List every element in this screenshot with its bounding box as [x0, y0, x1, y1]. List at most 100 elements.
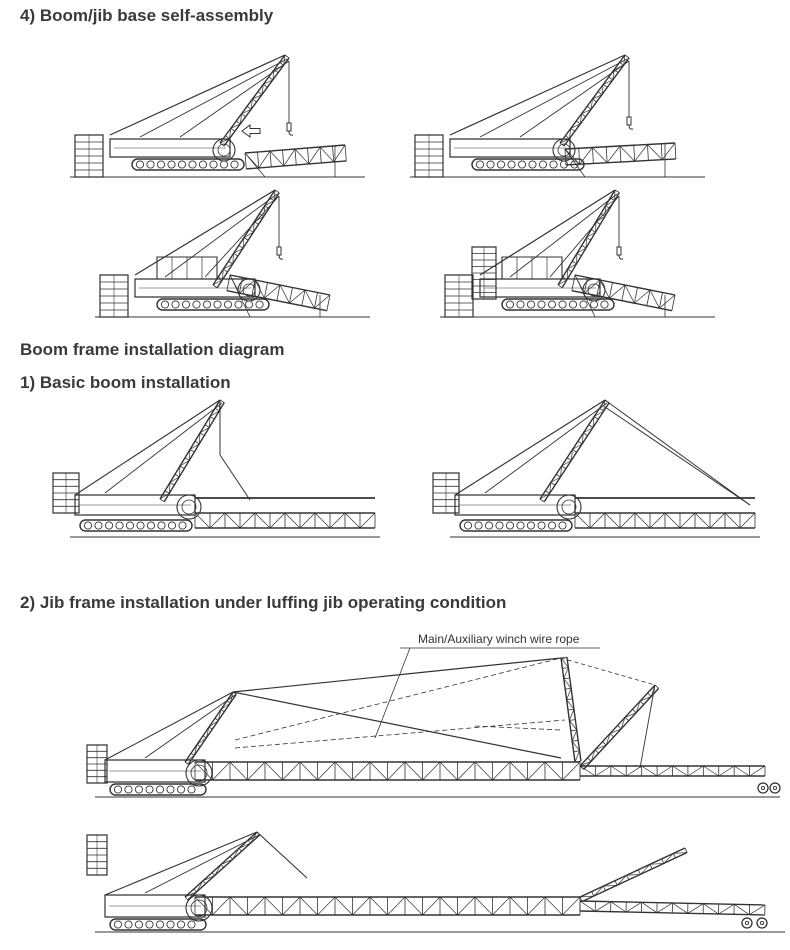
boom-strut [659, 293, 662, 309]
boom-lacing [493, 897, 511, 915]
boom-lacing [614, 65, 623, 69]
boom-strut [249, 230, 253, 233]
boom-strut [218, 277, 222, 280]
boom-lacing [213, 762, 231, 780]
boom-lacing [648, 145, 663, 160]
track-roller [135, 786, 142, 793]
boom-strut [565, 149, 566, 165]
boom-lacing [388, 897, 406, 915]
boom-strut [634, 145, 635, 161]
track-roller [231, 161, 238, 168]
boom-strut [594, 417, 598, 420]
boom-lacing [613, 70, 614, 80]
boom-lacing [659, 295, 675, 308]
hook-icon [279, 255, 283, 259]
track-roller [214, 301, 221, 308]
boom-lacing [295, 149, 309, 164]
boom-strut [200, 433, 204, 436]
boom-lacing [330, 513, 345, 528]
track-roller [114, 786, 121, 793]
boom-lacing [458, 897, 476, 915]
boom-lacing [583, 427, 593, 433]
boom-strut [625, 717, 629, 720]
boom-strut [230, 856, 233, 859]
boom-lacing [190, 444, 199, 450]
track-roller [177, 921, 184, 928]
boom-lacing [540, 493, 550, 499]
boom-lacing [318, 897, 336, 915]
boom-lacing [575, 751, 580, 762]
boom-lacing [300, 762, 318, 780]
boom-lacing [240, 114, 241, 124]
track-roller [146, 921, 153, 928]
boom-strut [633, 709, 637, 712]
boom-lacing [180, 460, 189, 466]
boom-lacing [580, 896, 594, 897]
boom-strut [551, 483, 555, 486]
boom-lacing [528, 762, 546, 780]
boom-lacing [345, 513, 360, 528]
boom-lacing [620, 146, 635, 161]
track-roller [167, 921, 174, 928]
hook-icon [617, 247, 621, 255]
boom-lacing [568, 264, 577, 269]
track-roller [156, 921, 163, 928]
track-roller [116, 522, 123, 529]
boom-lacing [388, 762, 406, 780]
boom-lacing [423, 762, 441, 780]
track-roller [476, 161, 483, 168]
boom-chord [164, 403, 224, 502]
boom-lacing [284, 55, 285, 65]
crane-drawing-step-1 [70, 45, 370, 185]
boom-lacing [640, 864, 650, 874]
track-roller [487, 161, 494, 168]
boom-lacing [253, 95, 262, 99]
boom-strut [221, 865, 224, 868]
boom-lacing [353, 897, 371, 915]
boom-lacing [528, 897, 546, 915]
boom-lacing [740, 513, 755, 528]
boom-strut [213, 285, 217, 288]
mast-line [480, 190, 615, 275]
boom-strut [234, 253, 238, 256]
track-roller [178, 161, 185, 168]
winch-drum [191, 765, 207, 781]
boom-strut [597, 280, 600, 296]
boom-strut [672, 295, 675, 311]
section-title-luffing-jib: 2) Jib frame installation under luffing … [20, 593, 507, 612]
lattice-boom-icon [220, 55, 289, 146]
boom-strut [634, 288, 637, 304]
boom-lacing [625, 713, 636, 718]
boom-strut [295, 149, 296, 165]
boom-lacing [197, 881, 203, 892]
boom-lacing [274, 65, 283, 69]
crane-drawing-step-2 [410, 45, 710, 185]
boom-strut [648, 693, 652, 696]
boom-lacing [218, 710, 221, 721]
boom-lacing [440, 762, 458, 780]
boom-chord [566, 159, 676, 165]
boom-lacing [560, 139, 569, 143]
boom-strut [258, 92, 262, 95]
boom-lacing [210, 411, 219, 417]
boom-lacing [558, 280, 567, 285]
callout-leader [375, 648, 410, 738]
wheel-icon [773, 786, 776, 789]
boom-strut [569, 720, 575, 721]
winch-drum [213, 139, 235, 161]
boom-strut [191, 753, 194, 755]
boom-strut [203, 736, 206, 738]
boom-strut [596, 222, 600, 225]
winch-drum [186, 760, 212, 786]
track-roller [203, 301, 210, 308]
boom-lacing [611, 902, 626, 912]
boom-lacing [244, 232, 253, 237]
boom-lacing [221, 859, 233, 864]
boom-lacing [213, 897, 231, 915]
boom-lacing [634, 290, 650, 303]
boom-strut [203, 881, 206, 884]
boom-strut [587, 238, 591, 241]
track-roller [182, 301, 189, 308]
support-leg [230, 275, 250, 317]
boom-lacing [545, 762, 563, 780]
